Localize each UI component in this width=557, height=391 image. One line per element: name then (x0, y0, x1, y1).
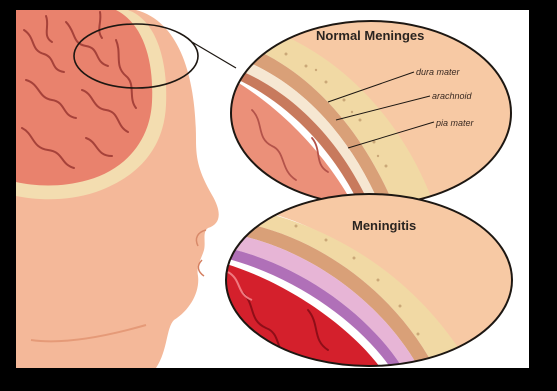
lips (198, 260, 204, 276)
meninges-diagram: Normal Meninges dura mater arachnoid pia… (16, 10, 529, 368)
normal-meninges-title: Normal Meninges (316, 28, 424, 43)
diagram-canvas: Normal Meninges dura mater arachnoid pia… (16, 10, 529, 368)
label-pia-mater: pia mater (435, 118, 475, 128)
label-dura-mater: dura mater (416, 67, 461, 77)
label-arachnoid: arachnoid (432, 91, 473, 101)
meningitis-panel: Meningitis (212, 190, 529, 368)
meningitis-title: Meningitis (352, 218, 416, 233)
normal-meninges-panel: Normal Meninges dura mater arachnoid pia… (216, 10, 529, 210)
